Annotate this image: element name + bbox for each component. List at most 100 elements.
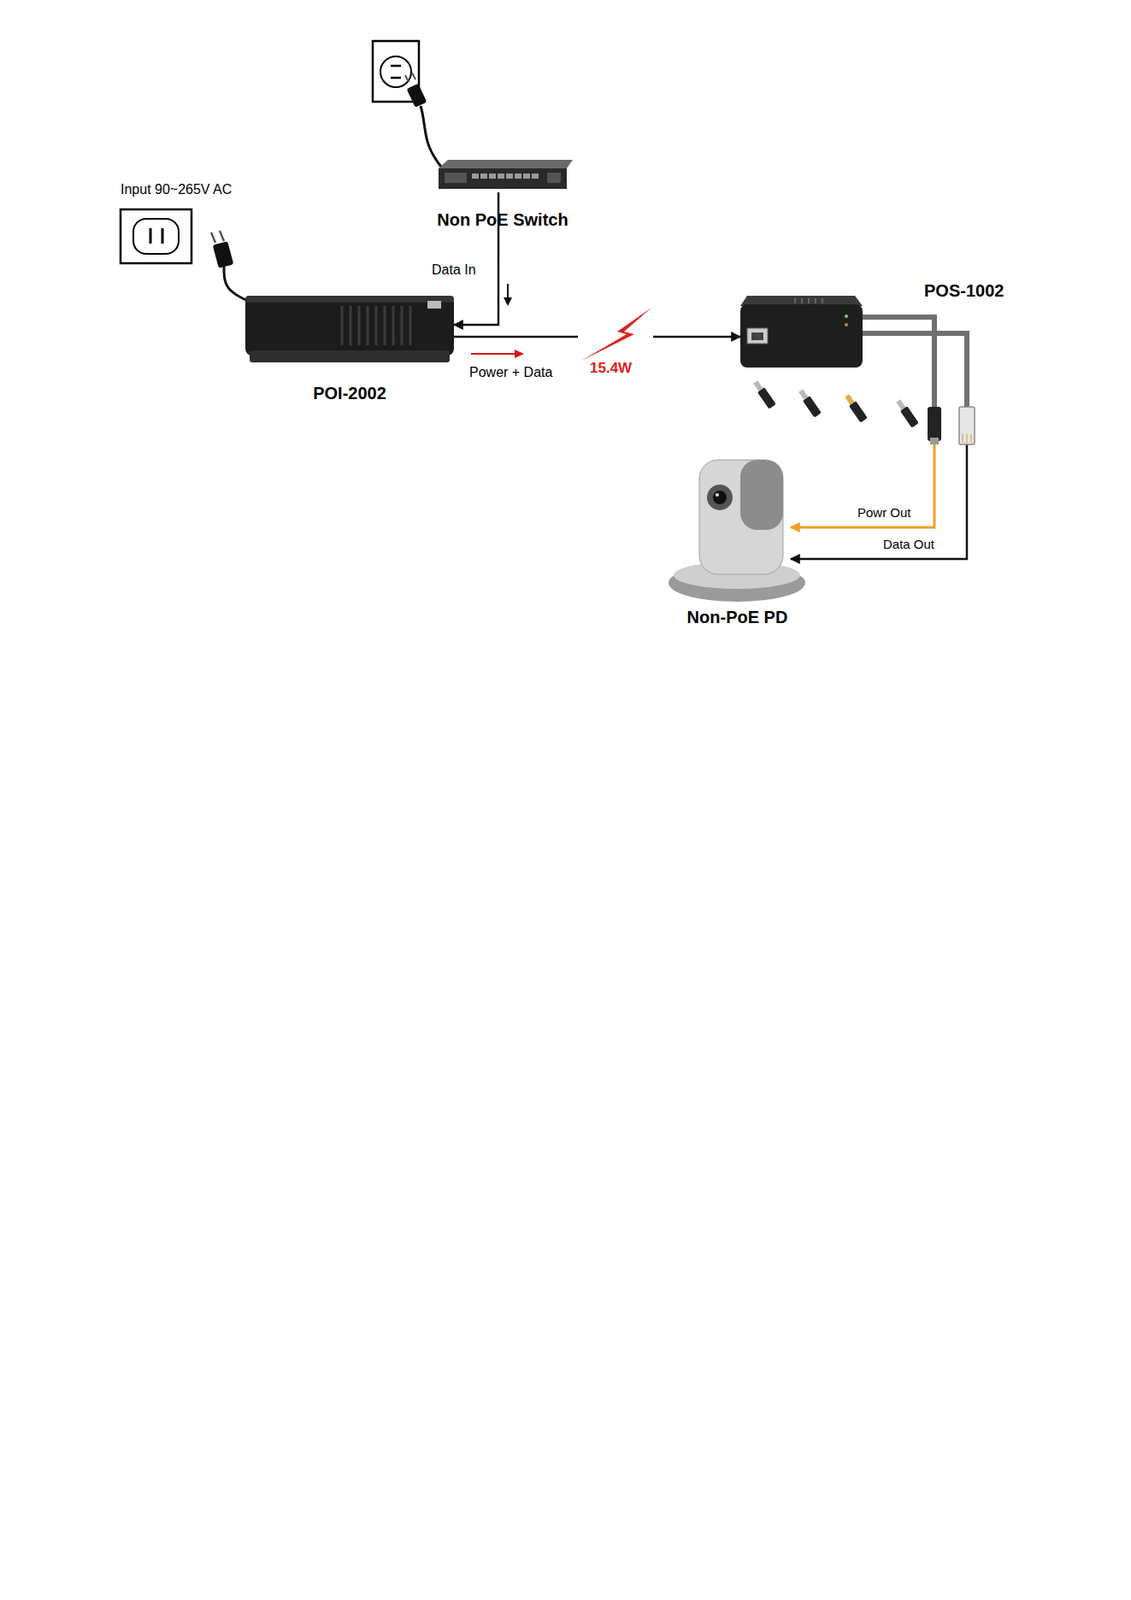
switch-illustration: [497, 173, 505, 179]
dc-tip: [802, 395, 822, 418]
camera-illustration: [668, 459, 806, 602]
wall-outlet: [133, 218, 179, 254]
switch-illustration: [523, 173, 531, 179]
power-connector: [790, 317, 935, 528]
wall-outlet: [161, 228, 165, 244]
switch-illustration: [547, 172, 561, 183]
splitter-cable: [862, 333, 967, 411]
injector-illustration: [409, 306, 413, 346]
direction-arrow: [514, 349, 525, 359]
device-label: Non PoE Switch: [421, 209, 584, 230]
splitter-illustration: [794, 298, 796, 304]
power-budget-label: 15.4W: [589, 359, 632, 377]
splitter-illustration: [740, 295, 863, 368]
power-cord: [412, 72, 416, 80]
direction-arrow: [503, 297, 513, 307]
dc-tip: [844, 394, 855, 405]
wall-outlet: [149, 228, 153, 244]
wall-outlet: [380, 56, 412, 88]
dc-tip: [752, 379, 777, 409]
splitter-illustration: [844, 314, 849, 319]
input-voltage-label: Input 90~265V AC: [120, 181, 232, 198]
switch-illustration: [444, 172, 467, 183]
dc-plug: [927, 406, 942, 445]
power-data-connector: [453, 335, 741, 339]
lightning-bolt: [581, 307, 652, 361]
wall-outlet: [390, 76, 401, 80]
dc-tip: [900, 406, 919, 428]
switch-illustration: [488, 173, 496, 179]
splitter-illustration: [801, 298, 803, 304]
dc-tip: [798, 388, 808, 400]
splitter-illustration: [814, 298, 817, 304]
switch-illustration: [531, 173, 539, 179]
splitter-illustration: [807, 298, 810, 304]
power-cord: [420, 106, 445, 171]
wall-outlet: [390, 64, 401, 68]
rj45-plug: [959, 406, 975, 445]
injector-illustration: [245, 295, 454, 363]
direction-arrow: [503, 283, 513, 307]
data-connector: [790, 333, 967, 560]
connector-label: Data Out: [883, 536, 935, 553]
dc-tip: [895, 398, 919, 428]
camera-illustration: [740, 459, 784, 531]
rj45-plug: [971, 434, 972, 443]
camera-illustration: [712, 490, 727, 505]
splitter-illustration: [751, 332, 764, 341]
power-cord: [211, 232, 216, 243]
power-cord: [211, 230, 257, 305]
device-label: Non-PoE PD: [658, 606, 817, 628]
camera-node: Non-PoE PD: [683, 453, 791, 599]
device-label: POS-1002: [924, 280, 1027, 301]
injector-illustration: [349, 306, 353, 346]
injector-illustration: [375, 306, 378, 346]
power-cord: [212, 241, 235, 269]
injector-illustration: [400, 306, 404, 346]
rj45-plug: [959, 406, 975, 445]
injector-illustration: [427, 300, 442, 309]
lightning-bolt: [577, 328, 654, 346]
dc-tip: [753, 380, 763, 391]
switch-illustration: [506, 173, 513, 179]
switch-illustration: [480, 173, 488, 179]
camera-illustration: [699, 459, 784, 575]
direction-arrow: [471, 349, 525, 359]
power-cord: [405, 75, 409, 83]
switch-illustration: [438, 159, 573, 169]
injector-node: POI-2002: [245, 295, 454, 365]
dc-tip: [895, 399, 906, 410]
injector-illustration: [392, 306, 395, 346]
power-cord: [405, 72, 445, 171]
connector-label: Powr Out: [857, 504, 912, 521]
splitter-cable: [862, 317, 935, 411]
wall-outlet: [120, 209, 192, 264]
power-cord: [219, 230, 224, 242]
dc-tip: [797, 388, 822, 418]
camera-illustration: [706, 484, 733, 511]
direction-arrow: [506, 283, 509, 299]
switch-illustration: [471, 173, 479, 179]
injector-illustration: [245, 295, 454, 356]
injector-illustration: [249, 350, 450, 363]
lightning-bolt: [577, 307, 654, 361]
rj45-plug: [966, 434, 968, 443]
splitter-illustration: [747, 328, 768, 344]
switch-illustration: [438, 168, 567, 189]
injector-illustration: [383, 306, 387, 346]
rj45-plug: [962, 434, 964, 443]
splitter-cable: [862, 317, 967, 411]
switch-illustration: [514, 173, 522, 179]
data-connector: [453, 192, 499, 325]
switch-node: Non PoE Switch: [438, 163, 567, 193]
dc-plug: [927, 406, 942, 442]
splitter-illustration: [844, 323, 849, 327]
power-cord: [406, 83, 428, 108]
connector-label: Data In: [431, 261, 477, 278]
splitter-node: POS-1002: [740, 295, 863, 370]
direction-arrow: [471, 353, 517, 355]
dc-tip: [757, 387, 777, 409]
